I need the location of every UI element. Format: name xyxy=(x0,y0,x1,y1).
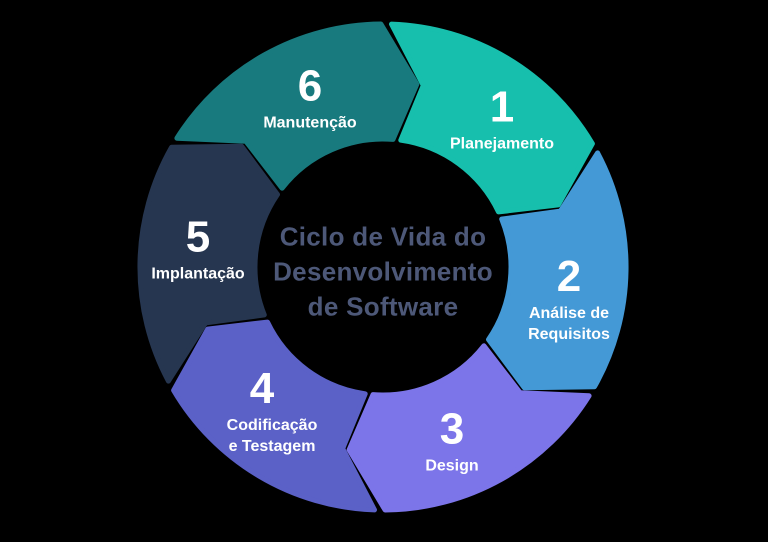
segment-3-shape xyxy=(346,343,592,513)
segment-6-number: 6 xyxy=(297,61,323,111)
segment-6-shape xyxy=(174,21,420,191)
segment-3-badge: 3 Design xyxy=(425,404,479,477)
segment-4-number: 4 xyxy=(249,364,275,413)
segment-5-label: Implantação xyxy=(151,265,245,283)
segment-1-number: 1 xyxy=(489,82,515,132)
segment-3-label: Design xyxy=(425,457,479,475)
segment-5-number: 5 xyxy=(185,212,211,262)
segment-1-shape xyxy=(389,21,595,215)
segment-1-badge: 1 Planejamento xyxy=(449,82,555,155)
segment-2-number: 2 xyxy=(556,252,582,301)
segment-2-label: Análise de Requisitos xyxy=(528,305,610,343)
segment-4-label: Codificação e Testagem xyxy=(226,417,318,455)
center-title-line-3: de Software xyxy=(307,291,459,322)
segment-4-badge: 4 Codificação e Testagem xyxy=(227,367,318,457)
center-title: Ciclo de Vida do Desenvolvimento de Soft… xyxy=(273,220,493,325)
segment-6-label: Manutenção xyxy=(263,114,357,132)
center-title-line-1: Ciclo de Vida do xyxy=(279,221,487,252)
segment-6-badge: 6 Manutenção xyxy=(263,61,357,134)
segment-4-shape xyxy=(171,319,377,513)
segment-5-shape xyxy=(137,143,280,384)
segment-1-label: Planejamento xyxy=(449,135,555,153)
segment-2-badge: 2 Análise de Requisitos xyxy=(528,255,610,345)
segment-2-shape xyxy=(486,150,629,391)
segment-3-number: 3 xyxy=(439,404,465,454)
center-title-line-2: Desenvolvimento xyxy=(273,256,493,287)
segment-5-badge: 5 Implantação xyxy=(151,212,245,285)
